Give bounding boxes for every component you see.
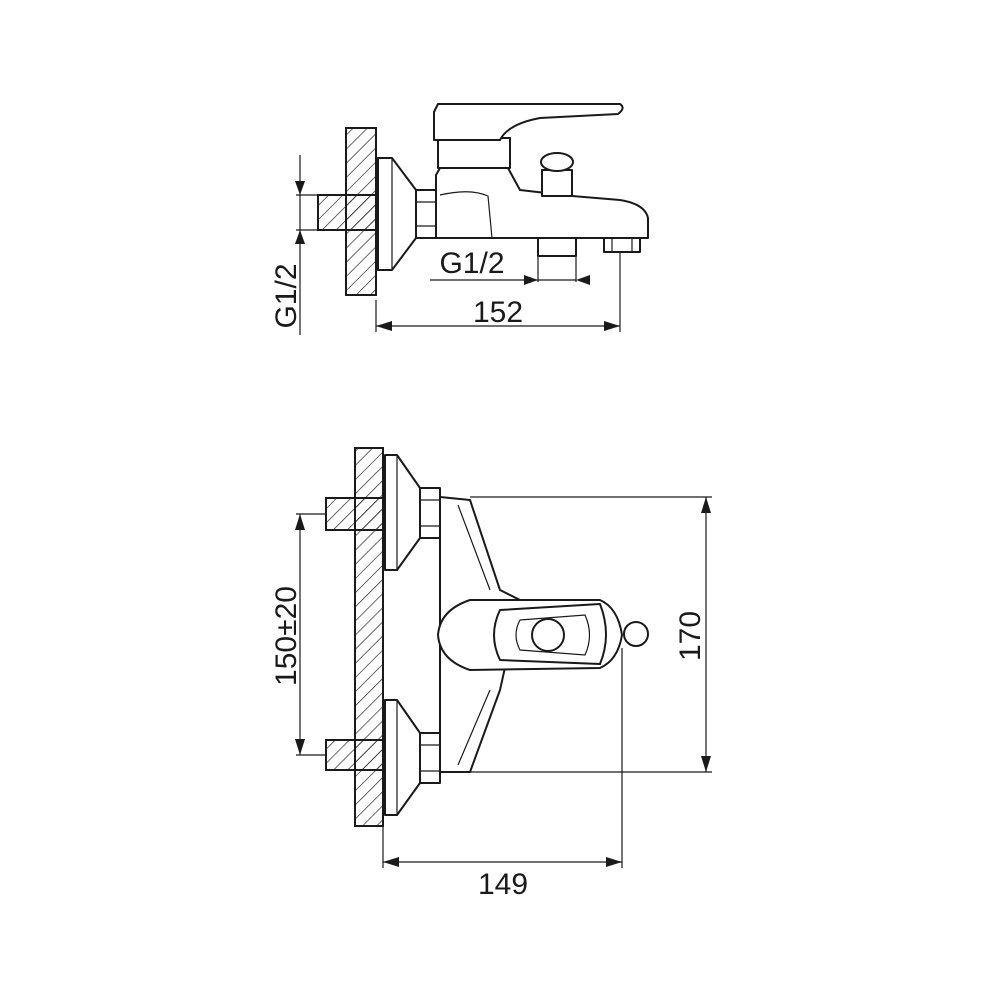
aerator (603, 237, 641, 253)
handle-cap (531, 618, 565, 652)
dim-centers-label: 150±20 (270, 586, 303, 686)
escutcheon (377, 157, 417, 271)
upper-escutcheon (384, 454, 421, 571)
side-view: 152 G1/2 G1/2 (270, 103, 649, 335)
lower-hex-nut (419, 732, 441, 784)
dim-width-label: 149 (478, 868, 528, 901)
hex-nut (415, 189, 437, 239)
cartridge-housing (437, 137, 511, 169)
dim-inlet-thread-label: G1/2 (270, 263, 303, 328)
pipe-stub (317, 194, 377, 231)
front-view: 170 150±20 149 (270, 447, 712, 901)
upper-hex-nut (419, 487, 441, 539)
lower-escutcheon (384, 699, 421, 816)
dim-width-label: 152 (473, 296, 523, 329)
lower-pipe-stub (325, 739, 384, 771)
dim-outlet-thread-label: G1/2 (439, 247, 504, 280)
shower-outlet (537, 237, 577, 257)
diverter-knob (623, 621, 649, 647)
lever-handle (433, 103, 624, 141)
mixer-body (435, 167, 649, 239)
dim-height-label: 170 (674, 611, 707, 661)
diverter-knob (541, 169, 573, 197)
upper-pipe-stub (325, 497, 384, 531)
